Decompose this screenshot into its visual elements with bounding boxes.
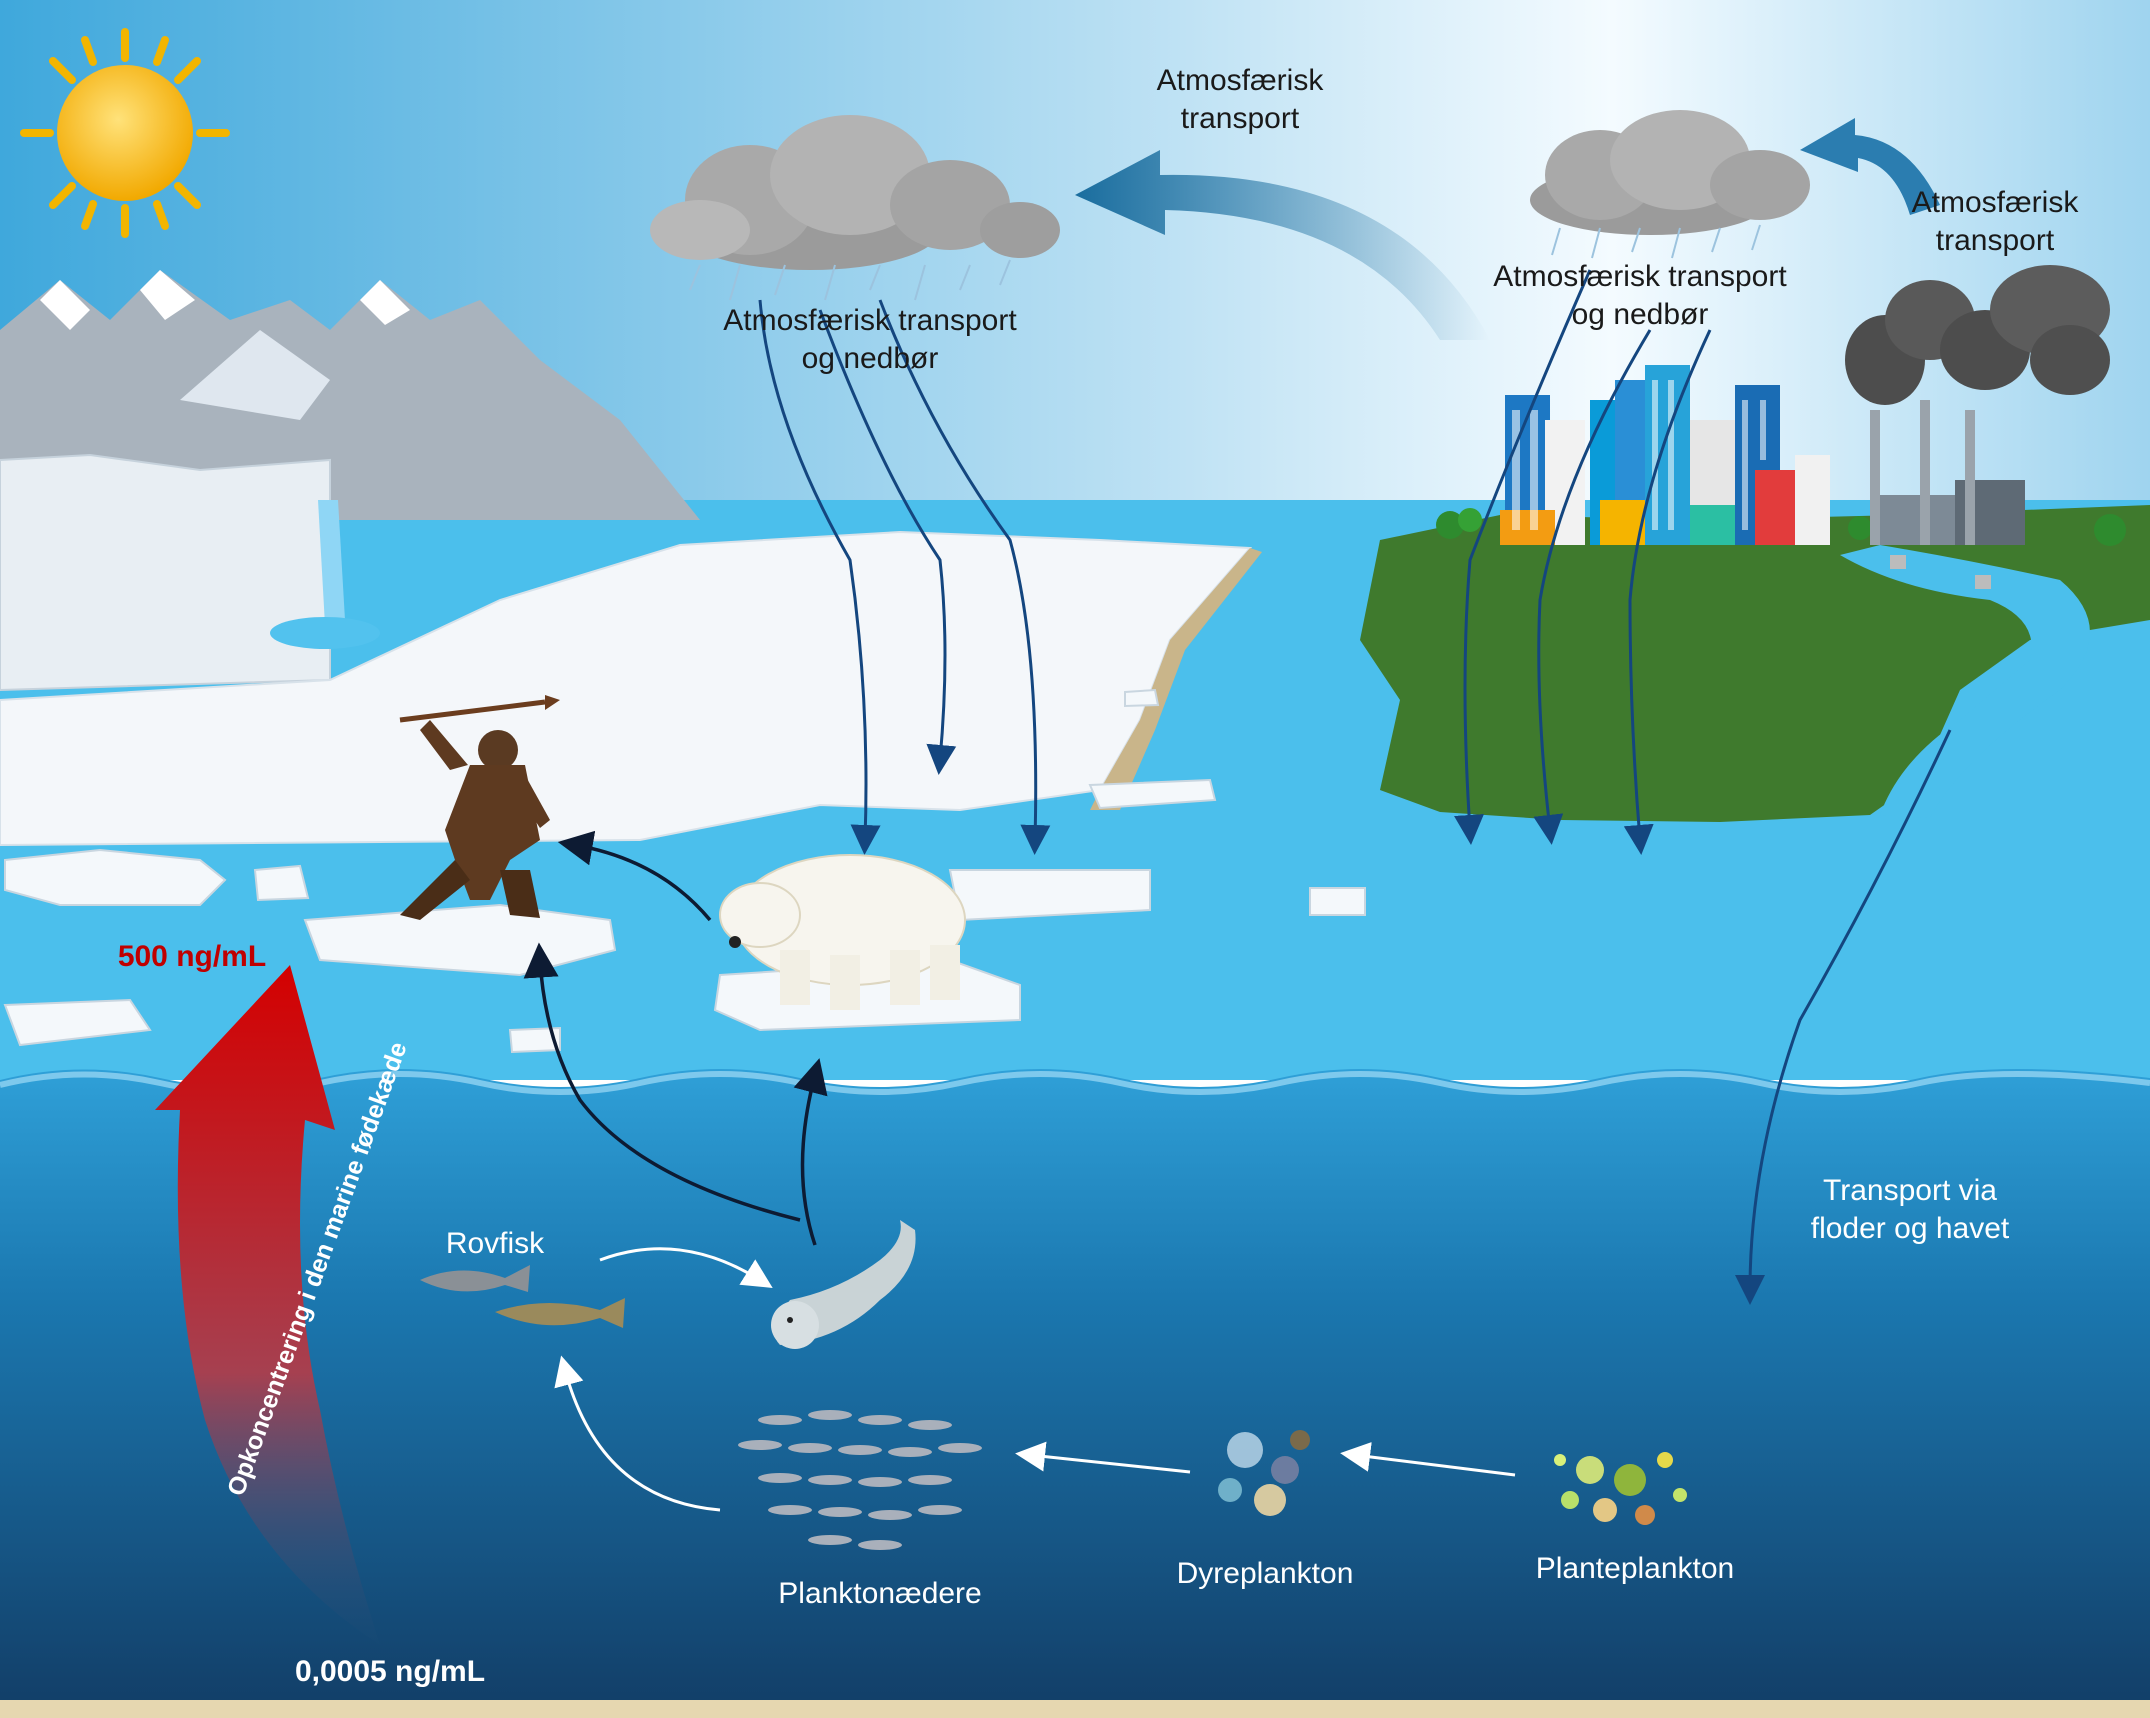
concentration-arrow bbox=[155, 965, 380, 1645]
label-rovfisk: Rovfisk bbox=[445, 1227, 545, 1260]
rain-cloud-left bbox=[650, 115, 1060, 301]
label-atmospheric-precipitation-left: Atmosfærisk transport og nedbør bbox=[723, 304, 1017, 375]
polar-bear bbox=[719, 854, 966, 1010]
river bbox=[1840, 545, 2090, 818]
river-transport-arrow bbox=[1735, 729, 1952, 1305]
meltwater-pool bbox=[270, 617, 380, 649]
food-chain-arrows bbox=[523, 830, 828, 1246]
label-concentration-top: 500 ng/mL bbox=[117, 940, 267, 973]
shoreline bbox=[1090, 548, 1262, 810]
food-chain-arrows-white bbox=[554, 1247, 1516, 1512]
label-planteplankton: Planteplankton bbox=[1535, 1552, 1735, 1585]
precipitation-arrows-right bbox=[1454, 269, 1712, 855]
predatory-fish bbox=[420, 1265, 625, 1328]
label-atmospheric-precipitation-right: Atmosfærisk transport og nedbør bbox=[1493, 260, 1787, 331]
sea-floor bbox=[0, 1700, 2150, 1718]
phytoplankton bbox=[1554, 1452, 1687, 1525]
label-concentration-bottom: 0,0005 ng/mL bbox=[294, 1655, 486, 1688]
planktivore-school bbox=[738, 1410, 982, 1550]
atmospheric-transport-arrow-left bbox=[1075, 150, 1490, 340]
wave-line bbox=[0, 1071, 2150, 1095]
sun-icon bbox=[20, 28, 230, 238]
glacier bbox=[0, 453, 331, 692]
label-dyreplankton: Dyreplankton bbox=[1176, 1557, 1354, 1590]
seal bbox=[771, 1220, 916, 1349]
factory bbox=[1845, 265, 2110, 589]
label-atmospheric-transport-left: Atmosfærisk transport bbox=[1156, 64, 1324, 135]
rain-cloud-right bbox=[1530, 110, 1810, 259]
label-river-transport: Transport via floder og havet bbox=[1810, 1174, 2010, 1245]
zooplankton bbox=[1218, 1430, 1310, 1516]
label-planktonaedere: Planktonædere bbox=[778, 1577, 982, 1610]
arctic-mountains bbox=[0, 270, 700, 520]
label-atmospheric-transport-right: Atmosfærisk transport bbox=[1911, 186, 2079, 257]
inuit-hunter bbox=[399, 695, 560, 920]
waterfall bbox=[318, 500, 345, 625]
atmospheric-transport-arrow-right bbox=[1800, 118, 1940, 215]
precipitation-arrows-left bbox=[758, 299, 1051, 855]
deep-sea bbox=[0, 1069, 2150, 1718]
